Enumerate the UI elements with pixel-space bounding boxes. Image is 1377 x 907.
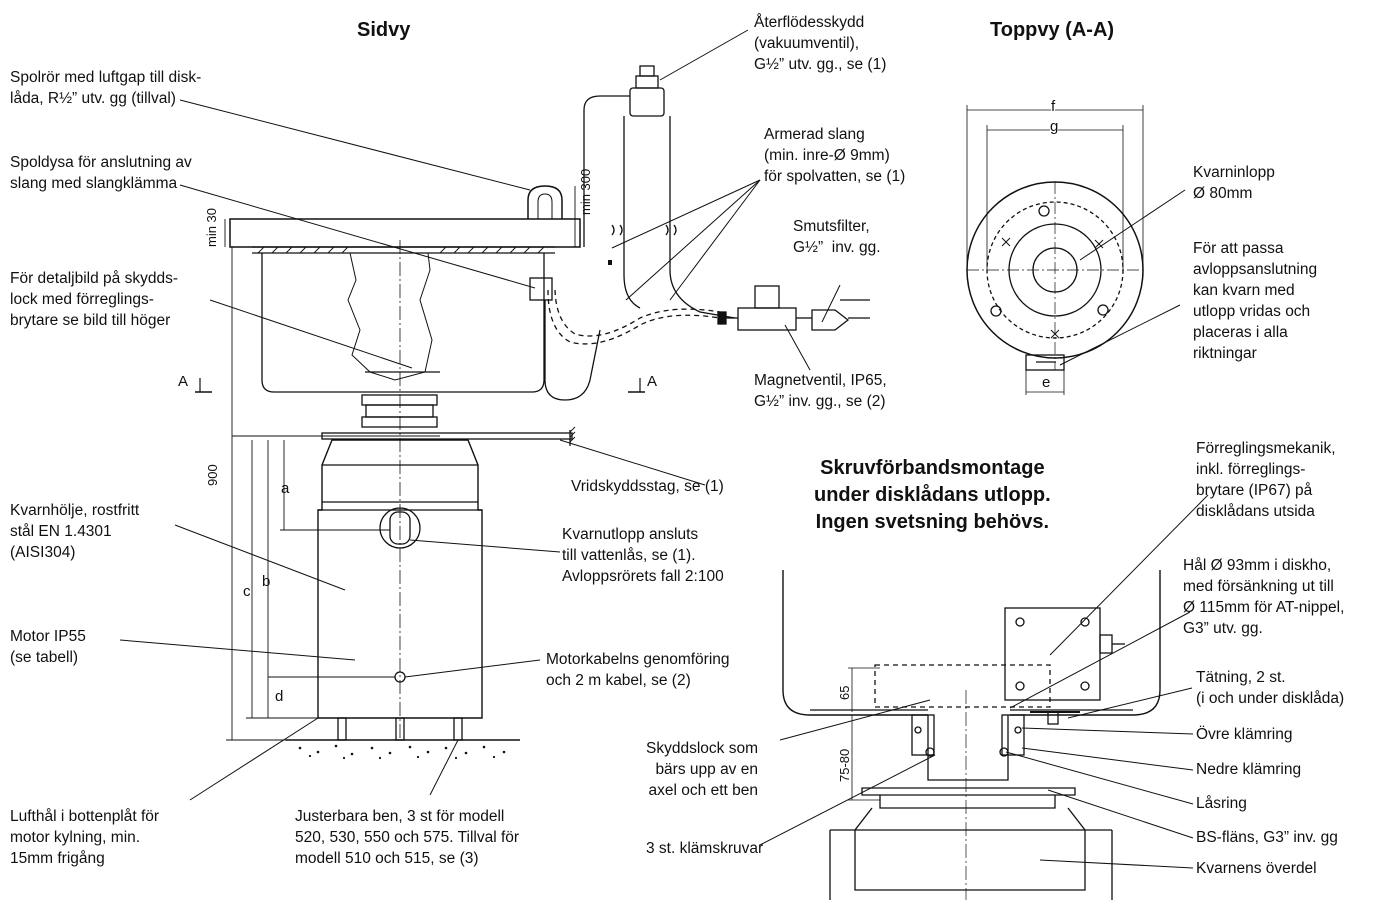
label-kvarninlopp: Kvarninlopp Ø 80mm	[1193, 164, 1275, 202]
dim-f: f	[1051, 98, 1056, 115]
label-kvarnholje: Kvarnhölje, rostfritt stål EN 1.4301 (AI…	[10, 502, 140, 561]
label-spolror: Spolrör med luftgap till disk- låda, R½”…	[10, 69, 202, 107]
dim-75-80: 75-80	[837, 748, 852, 782]
label-bsflans: BS-fläns, G3” inv. gg	[1196, 829, 1338, 846]
label-aterflodesskydd: Återflödesskydd (vakuumventil), G½” utv.…	[754, 14, 887, 73]
dim-c: c	[243, 583, 251, 600]
dim-min30: min 30	[204, 207, 219, 247]
dim-a: a	[281, 480, 290, 497]
dim-e: e	[1042, 374, 1051, 391]
label-vridskydd: Vridskyddsstag, se (1)	[571, 478, 724, 495]
dim-900: 900	[205, 464, 220, 486]
label-ovre: Övre klämring	[1196, 726, 1293, 743]
label-nedre: Nedre klämring	[1196, 761, 1302, 778]
dim-min300: min 300	[578, 168, 593, 215]
dim-g: g	[1050, 118, 1059, 135]
label-detaljbild: För detaljbild på skydds- lock med förre…	[10, 270, 178, 329]
label-lasring: Låsring	[1196, 795, 1247, 812]
label-kvarnutlopp: Kvarnutlopp ansluts till vattenlås, se (…	[562, 526, 724, 585]
section-mark-a-left: A	[178, 373, 189, 390]
label-armerad: Armerad slang (min. inre-Ø 9mm) för spol…	[764, 126, 906, 185]
label-forregling: Förreglingsmekanik, inkl. förreglings- b…	[1196, 440, 1336, 520]
top-view-title: Toppvy (A-A)	[990, 19, 1115, 41]
label-hal: Hål Ø 93mm i diskho, med försänkning ut …	[1183, 557, 1345, 637]
top-view-drawing	[966, 105, 1144, 395]
label-passa: För att passa avloppsanslutning kan kvar…	[1193, 240, 1318, 362]
label-tatning: Tätning, 2 st. (i och under disklåda)	[1196, 669, 1345, 707]
label-lufthal: Lufthål i bottenplåt för motor kylning, …	[10, 808, 160, 867]
label-skyddslock: Skyddslock som bärs upp av en axel och e…	[646, 740, 758, 799]
label-klamskruvar: 3 st. klämskruvar	[646, 840, 764, 857]
label-motorkabel: Motorkabelns genomföring och 2 m kabel, …	[546, 651, 730, 689]
side-view-title: Sidvy	[357, 19, 411, 41]
mount-title: Skruvförbandsmontage under disklådans ut…	[814, 457, 1051, 533]
leader-lines	[119, 29, 1209, 869]
dim-65: 65	[837, 685, 852, 700]
label-spoldysa: Spoldysa för anslutning av slang med sla…	[10, 154, 192, 192]
label-magnetventil: Magnetventil, IP65, G½” inv. gg., se (2)	[754, 372, 887, 410]
label-motor: Motor IP55 (se tabell)	[10, 628, 86, 666]
section-mark-a-right: A	[647, 373, 658, 390]
side-view-drawing	[195, 65, 870, 760]
label-overdel: Kvarnens överdel	[1196, 860, 1317, 877]
dim-d: d	[275, 688, 284, 705]
mount-detail-drawing	[782, 570, 1161, 900]
dim-b: b	[262, 573, 271, 590]
label-smutsfilter: Smutsfilter, G½” inv. gg.	[793, 218, 881, 256]
label-justerbara: Justerbara ben, 3 st för modell 520, 530…	[295, 808, 520, 867]
